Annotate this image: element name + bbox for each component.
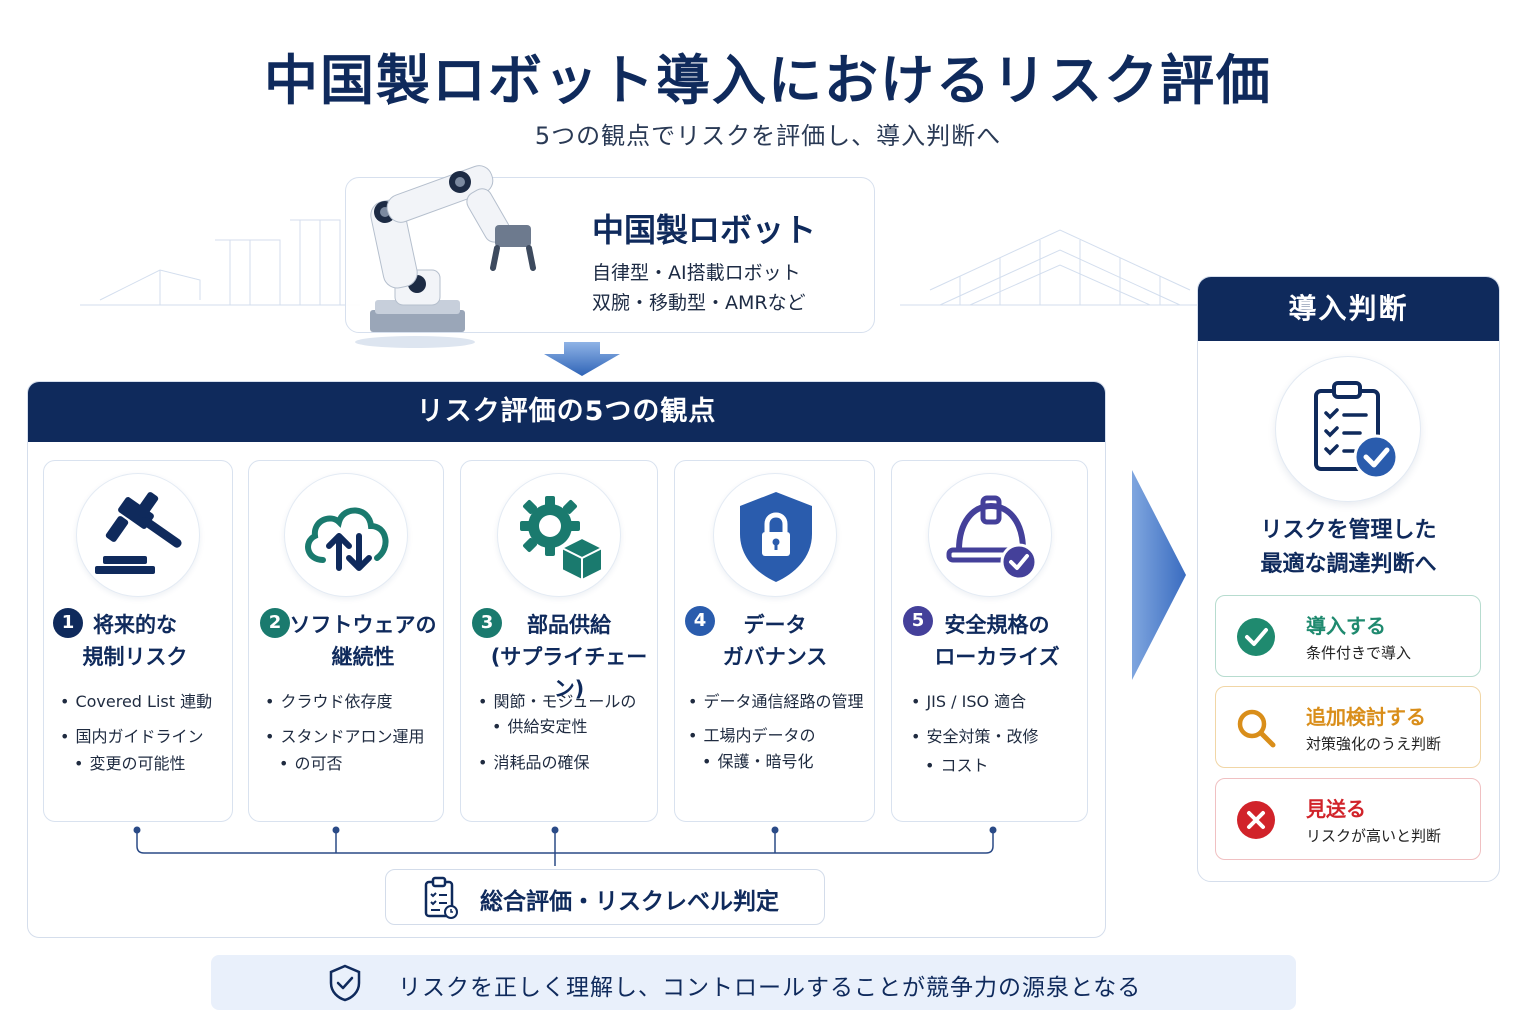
summary-box — [385, 869, 825, 925]
bullet-item-cont: 供給安定性 — [492, 714, 587, 740]
x-circle-icon — [1237, 801, 1275, 839]
gear-box-icon — [520, 496, 603, 582]
icon-circle — [927, 473, 1052, 597]
icon-circle — [497, 473, 621, 597]
footer-message: リスクを正しく理解し、コントロールすることが競争力の源泉となる — [398, 975, 1142, 1001]
clipboard-check-icon — [1314, 381, 1399, 480]
robot-arm-icon — [355, 165, 536, 348]
bullet-item: 国内ガイドライン — [60, 724, 203, 750]
bullet-item: スタンドアロン運用 — [265, 724, 424, 750]
perspective-card-5 — [891, 460, 1088, 822]
perspective-title-3: 部品供給 (サプライチェーン) — [490, 613, 648, 701]
icon-circle — [76, 473, 200, 597]
bullet-item: 安全対策・改修 — [911, 724, 1038, 750]
perspective-title-4: データ ガバナンス — [722, 613, 828, 669]
bullet-item-cont: 変更の可能性 — [74, 751, 185, 777]
perspective-title-2: ソフトウェアの 継続性 — [289, 613, 437, 669]
panel-header: リスク評価の5つの観点 — [28, 382, 1105, 442]
page-subtitle: 5つの観点でリスクを評価し、導入判断へ — [534, 122, 1002, 150]
number-badge-1: 1 — [53, 608, 83, 638]
icon-circle — [284, 473, 408, 597]
right-arrow-icon — [1132, 470, 1186, 680]
bullet-item: JIS / ISO 適合 — [911, 689, 1026, 715]
option-title: 追加検討する — [1306, 705, 1426, 729]
clipboard-clock-icon — [424, 876, 458, 919]
shield-lock-icon — [739, 492, 812, 582]
decision-message-line1: リスクを管理した — [1260, 518, 1437, 543]
bullet-item-cont: コスト — [925, 753, 988, 779]
number-badge-2: 2 — [260, 608, 290, 638]
cloud-sync-icon — [305, 507, 389, 571]
option-desc: 条件付きで導入 — [1306, 644, 1412, 662]
option-title: 導入する — [1306, 614, 1386, 638]
gavel-icon — [95, 492, 182, 574]
decision-message-line2: 最適な調達判断へ — [1260, 552, 1437, 577]
perspective-title-5: 安全規格の ローカライズ — [934, 613, 1060, 669]
option-desc: 対策強化のうえ判断 — [1306, 735, 1442, 753]
number-badge-3: 3 — [472, 608, 502, 638]
connector-bracket — [133, 826, 997, 866]
robot-desc-line2: 双腕・移動型・AMRなど — [592, 292, 806, 314]
bullet-item: データ通信経路の管理 — [688, 689, 863, 715]
perspective-card-4 — [674, 460, 875, 822]
option-review: 追加検討する 対策強化のうえ判断 — [1215, 686, 1481, 768]
bullet-item: Covered List 連動 — [60, 689, 212, 715]
bullet-item: クラウド依存度 — [265, 689, 392, 715]
number-badge-5: 5 — [903, 606, 933, 636]
page-title: 中国製ロボット導入におけるリスク評価 — [264, 49, 1272, 112]
shield-check-icon — [329, 964, 361, 1002]
summary-label: 総合評価・リスクレベル判定 — [480, 889, 779, 915]
bullet-item-cont: 保護・暗号化 — [702, 749, 813, 775]
bullet-item-cont: の可否 — [279, 751, 342, 777]
check-circle-icon — [1237, 618, 1275, 656]
option-title: 見送る — [1306, 797, 1366, 821]
helmet-check-icon — [946, 495, 1037, 581]
bullet-item: 工場内データの — [688, 723, 815, 749]
decision-header: 導入判断 — [1198, 277, 1499, 341]
option-desc: リスクが高いと判断 — [1306, 827, 1442, 845]
icon-circle — [1275, 356, 1421, 502]
option-adopt: 導入する 条件付きで導入 — [1215, 595, 1481, 677]
footer-banner — [211, 955, 1296, 1010]
bullet-item: 消耗品の確保 — [478, 750, 589, 776]
robot-name: 中国製ロボット — [592, 211, 817, 249]
robot-desc-line1: 自律型・AI搭載ロボット — [592, 262, 801, 284]
icon-circle — [712, 473, 837, 597]
perspective-title-1: 将来的な 規制リスク — [82, 613, 188, 669]
background-factory-lineart — [80, 219, 1200, 306]
option-decline: 見送る リスクが高いと判断 — [1215, 778, 1481, 860]
down-arrow-icon — [544, 342, 620, 376]
bullet-item: 関節・モジュールの — [478, 689, 636, 715]
number-badge-4: 4 — [685, 606, 715, 636]
magnifier-icon — [1237, 709, 1276, 748]
